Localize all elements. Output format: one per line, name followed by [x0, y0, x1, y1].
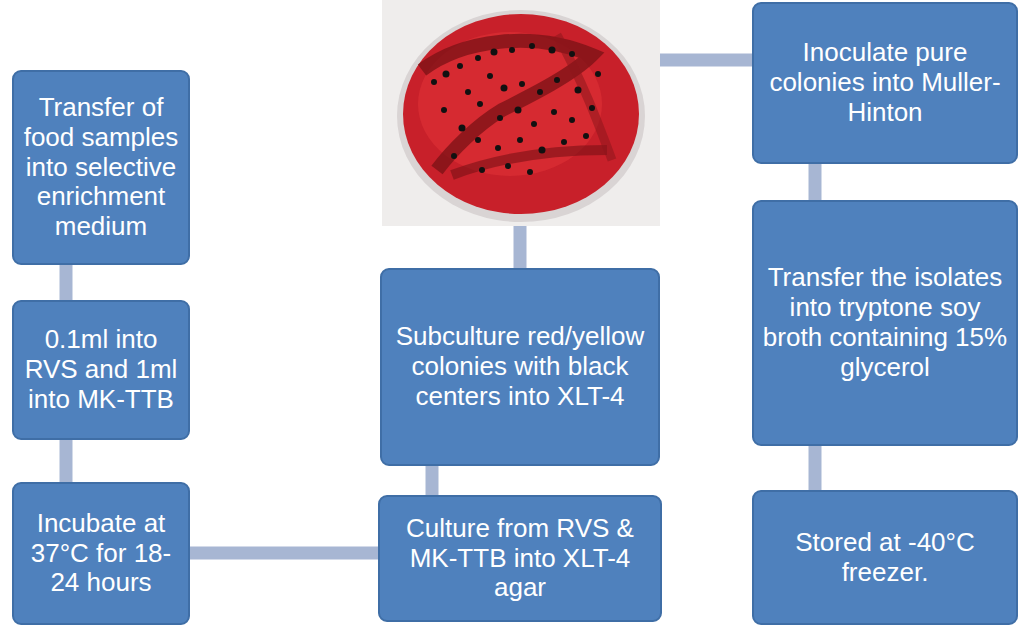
box-text-group: Transfer of food samples into selective … [22, 93, 180, 242]
box-text-group: Subculture red/yellow colonies with blac… [390, 322, 650, 412]
box-label: 0.1ml into RVS and 1ml into MK-TTB [22, 325, 180, 415]
process-box: Stored at -40°C freezer. [752, 490, 1018, 625]
box-label: Stored at -40°C freezer. [762, 528, 1008, 588]
process-box: 0.1ml into RVS and 1ml into MK-TTB [12, 300, 190, 440]
box-label: Subculture red/yellow colonies with blac… [390, 322, 650, 412]
process-box: Incubate at 37°C for 18-24 hours [12, 482, 190, 625]
box-text-group: Incubate at 37°C for 18-24 hours [22, 509, 180, 599]
process-box: Transfer of food samples into selective … [12, 70, 190, 265]
box-text-group: 0.1ml into RVS and 1ml into MK-TTB [22, 325, 180, 415]
connector-bar [60, 440, 73, 482]
box-label: Inoculate pure colonies into Muller-Hint… [762, 38, 1008, 128]
box-text-group: Culture from RVS & MK-TTB into XLT-4 aga… [388, 514, 652, 604]
box-label: Transfer the isolates into tryptone soy … [762, 263, 1008, 383]
box-text-group: Stored at -40°C freezer. [762, 528, 1008, 588]
connector-bar [60, 265, 73, 300]
process-box: Inoculate pure colonies into Muller-Hint… [752, 2, 1018, 164]
process-box: Subculture red/yellow colonies with blac… [380, 268, 660, 466]
box-text-group: Transfer the isolates into tryptone soy … [762, 263, 1008, 383]
process-box: Transfer the isolates into tryptone soy … [752, 200, 1018, 446]
connector-bar [809, 164, 822, 200]
box-label: Culture from RVS & MK-TTB into XLT-4 aga… [388, 514, 652, 604]
box-text-group: Inoculate pure colonies into Muller-Hint… [762, 38, 1008, 128]
box-label: Incubate at 37°C for 18-24 hours [22, 509, 180, 599]
box-label: Transfer of food samples into selective … [22, 93, 180, 242]
connector-bar [809, 446, 822, 490]
process-box: Culture from RVS & MK-TTB into XLT-4 aga… [378, 495, 662, 622]
connector-bar [190, 547, 378, 560]
petri-dish-photo [382, 0, 660, 226]
connector-bar [426, 466, 439, 495]
